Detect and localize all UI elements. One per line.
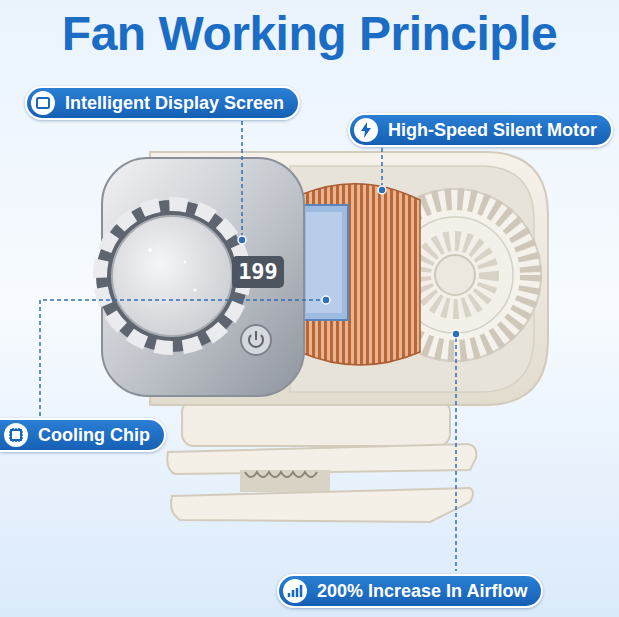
callout-text: High-Speed Silent Motor (388, 120, 597, 140)
callout-icon (354, 118, 378, 142)
title-text: Fan Working Principle (62, 7, 557, 60)
callout-pill: High-Speed Silent Motor (348, 113, 613, 147)
callout-pill: Cooling Chip (0, 418, 166, 452)
callout-text: 200% Increase In Airflow (317, 581, 527, 601)
title-bar: Fan Working Principle (0, 6, 619, 61)
display-number: 199 (238, 259, 278, 284)
display-digits: 199 (232, 256, 284, 288)
callout-pill: 200% Increase In Airflow (277, 574, 543, 608)
callout-icon (31, 91, 55, 115)
callout-text: Cooling Chip (38, 425, 150, 445)
callout-icon (283, 579, 307, 603)
callout-icon (4, 423, 28, 447)
callout-text: Intelligent Display Screen (65, 93, 284, 113)
callout-pill: Intelligent Display Screen (25, 86, 300, 120)
